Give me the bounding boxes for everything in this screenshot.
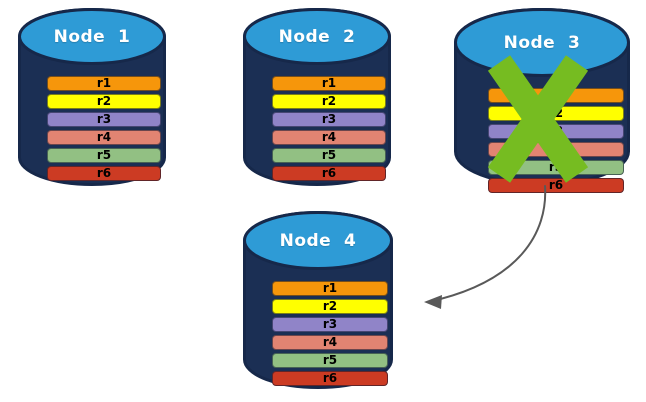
row-label: r1 [322, 281, 338, 295]
row-stack: r1 r2 r3 r4 r5 r6 [488, 88, 624, 193]
row-label: r3 [96, 112, 112, 126]
row-label: r1 [548, 88, 564, 102]
row-label: r1 [321, 76, 337, 90]
row-label: r4 [322, 335, 338, 349]
row-bar-r2[interactable]: r2 [488, 106, 624, 121]
row-bar-r3[interactable]: r3 [47, 112, 161, 127]
row-bar-r6[interactable]: r6 [488, 178, 624, 193]
row-label: r3 [321, 112, 337, 126]
row-bar-r4[interactable]: r4 [272, 130, 386, 145]
row-label: r5 [322, 353, 338, 367]
row-label: r6 [548, 178, 564, 192]
row-bar-r1[interactable]: r1 [47, 76, 161, 91]
row-label: r3 [322, 317, 338, 331]
cylinder-top-ellipse [243, 211, 393, 270]
row-label: r2 [321, 94, 337, 108]
row-bar-r5[interactable]: r5 [488, 160, 624, 175]
row-bar-r1[interactable]: r1 [272, 76, 386, 91]
row-label: r6 [96, 166, 112, 180]
row-bar-r2[interactable]: r2 [47, 94, 161, 109]
row-stack: r1 r2 r3 r4 r5 r6 [272, 76, 386, 181]
row-bar-r1[interactable]: r1 [272, 281, 388, 296]
row-bar-r5[interactable]: r5 [272, 148, 386, 163]
row-bar-r3[interactable]: r3 [272, 112, 386, 127]
row-label: r4 [321, 130, 337, 144]
cylinder-top-ellipse [454, 8, 630, 77]
row-bar-r1[interactable]: r1 [488, 88, 624, 103]
row-bar-r3[interactable]: r3 [488, 124, 624, 139]
row-label: r6 [321, 166, 337, 180]
row-label: r2 [96, 94, 112, 108]
row-stack: r1 r2 r3 r4 r5 r6 [47, 76, 161, 181]
arrow-head-icon [424, 295, 442, 309]
row-stack: r1 r2 r3 r4 r5 r6 [272, 281, 388, 386]
row-label: r2 [548, 106, 564, 120]
row-label: r4 [548, 142, 564, 156]
row-label: r5 [548, 160, 564, 174]
arrow-line [427, 185, 547, 303]
row-label: r5 [96, 148, 112, 162]
row-bar-r4[interactable]: r4 [47, 130, 161, 145]
row-label: r2 [322, 299, 338, 313]
row-label: r6 [322, 371, 338, 385]
row-bar-r5[interactable]: r5 [272, 353, 388, 368]
row-bar-r6[interactable]: r6 [47, 166, 161, 181]
row-label: r4 [96, 130, 112, 144]
row-label: r5 [321, 148, 337, 162]
row-bar-r6[interactable]: r6 [272, 166, 386, 181]
cylinder-top-ellipse [18, 8, 166, 65]
row-bar-r2[interactable]: r2 [272, 94, 386, 109]
row-bar-r4[interactable]: r4 [272, 335, 388, 350]
row-bar-r4[interactable]: r4 [488, 142, 624, 157]
row-bar-r3[interactable]: r3 [272, 317, 388, 332]
row-bar-r6[interactable]: r6 [272, 371, 388, 386]
row-label: r3 [548, 124, 564, 138]
row-bar-r2[interactable]: r2 [272, 299, 388, 314]
row-label: r1 [96, 76, 112, 90]
row-bar-r5[interactable]: r5 [47, 148, 161, 163]
cylinder-top-ellipse [243, 8, 391, 65]
